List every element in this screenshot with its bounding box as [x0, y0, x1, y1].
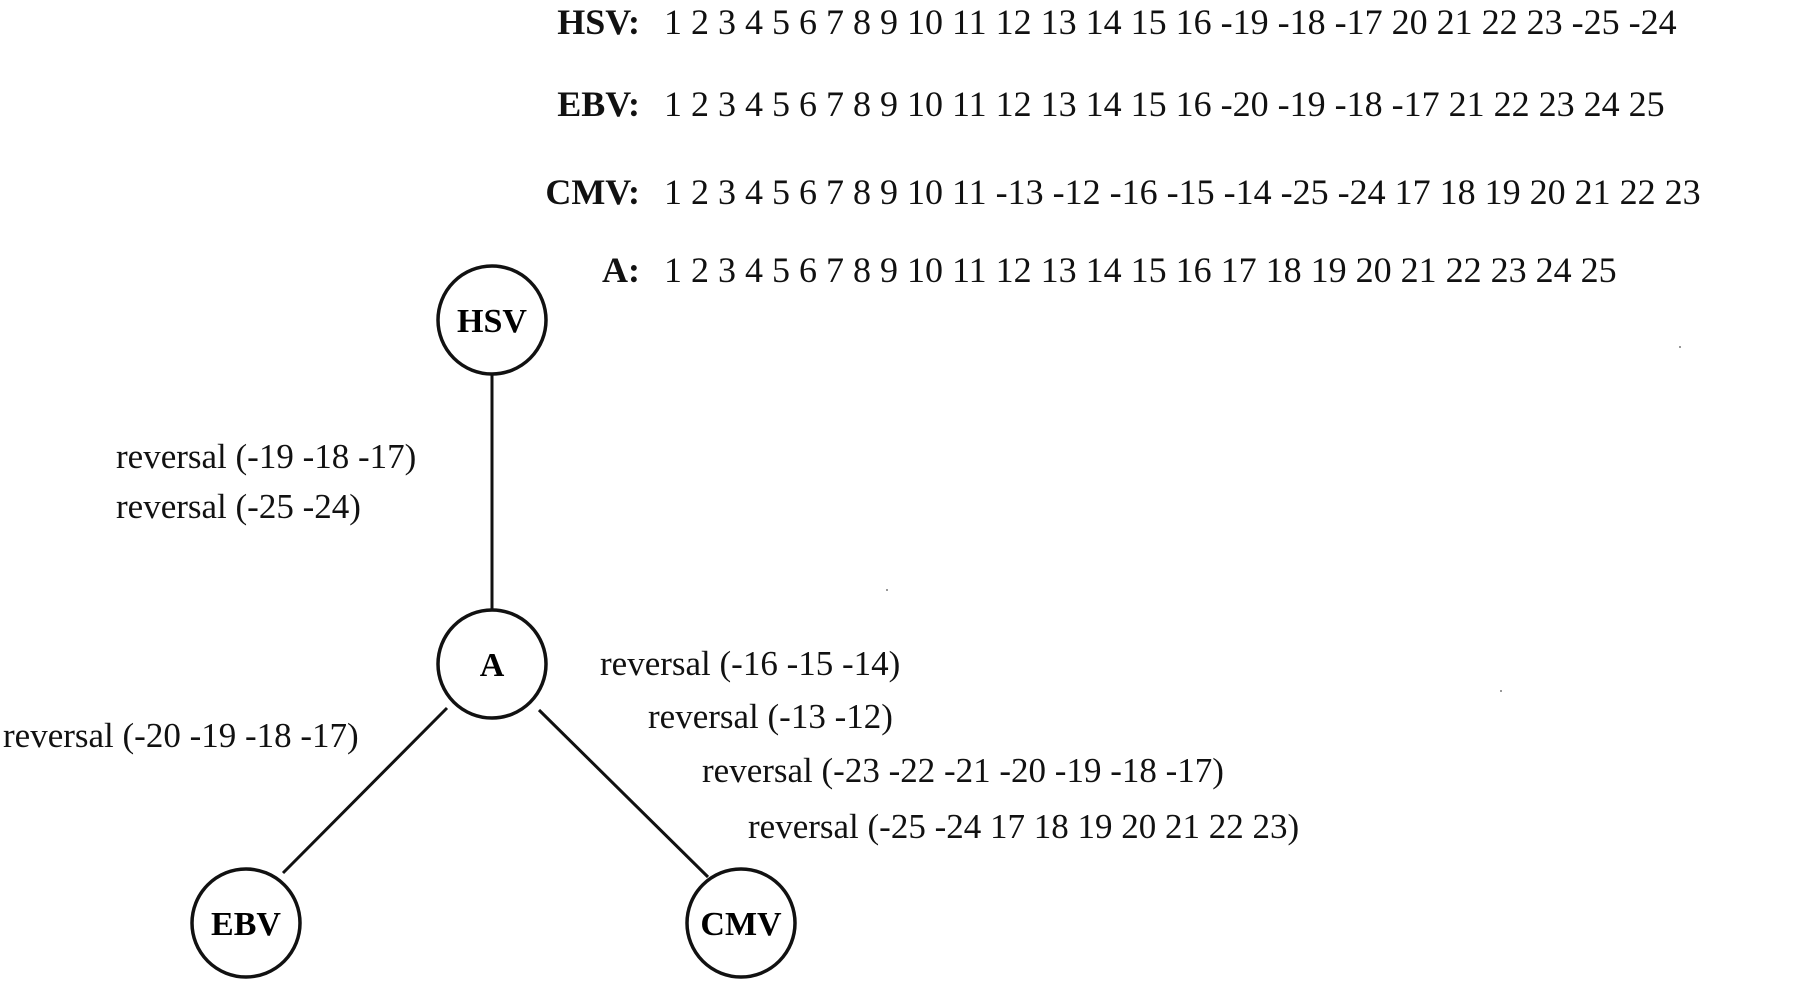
sequence-row-cmv: CMV: 1 2 3 4 5 6 7 8 9 10 11 -13 -12 -16… — [0, 170, 1800, 214]
sequence-row-a: A: 1 2 3 4 5 6 7 8 9 10 11 12 13 14 15 1… — [0, 248, 1800, 292]
edge-a-ebv — [281, 706, 449, 875]
node-a — [436, 608, 548, 720]
edge-label-a-cmv-4: reversal (-25 -24 17 18 19 20 21 22 23) — [748, 807, 1300, 846]
sequence-label: EBV: — [557, 84, 640, 124]
edge-label-a-cmv-2: reversal (-13 -12) — [648, 697, 893, 736]
sequence-values: 1 2 3 4 5 6 7 8 9 10 11 12 13 14 15 16 -… — [664, 2, 1677, 42]
edge-label-a-cmv-3: reversal (-23 -22 -21 -20 -19 -18 -17) — [702, 751, 1224, 790]
node-label-cmv: CMV — [700, 906, 782, 943]
sequence-values: 1 2 3 4 5 6 7 8 9 10 11 -13 -12 -16 -15 … — [664, 172, 1701, 212]
node-ebv — [190, 867, 302, 979]
sequence-row-hsv: HSV: 1 2 3 4 5 6 7 8 9 10 11 12 13 14 15… — [0, 0, 1800, 44]
scan-speck — [1679, 346, 1681, 348]
node-label-hsv: HSV — [457, 303, 527, 340]
node-hsv — [436, 264, 548, 376]
node-label-a: A — [480, 647, 505, 684]
edge-label-hsv-a-2: reversal (-25 -24) — [116, 487, 361, 526]
edge-a-cmv — [537, 708, 710, 879]
node-label-ebv: EBV — [211, 906, 281, 943]
scan-speck — [886, 589, 888, 591]
sequence-row-ebv: EBV: 1 2 3 4 5 6 7 8 9 10 11 12 13 14 15… — [0, 82, 1800, 126]
edge-label-a-ebv-1: reversal (-20 -19 -18 -17) — [3, 716, 359, 755]
sequence-label: CMV: — [545, 172, 640, 212]
sequence-label: HSV: — [557, 2, 640, 42]
sequence-values: 1 2 3 4 5 6 7 8 9 10 11 12 13 14 15 16 1… — [664, 250, 1617, 290]
sequence-values: 1 2 3 4 5 6 7 8 9 10 11 12 13 14 15 16 -… — [664, 84, 1665, 124]
scan-speck — [1500, 690, 1502, 692]
sequence-label: A: — [602, 250, 640, 290]
edge-label-hsv-a-1: reversal (-19 -18 -17) — [116, 437, 417, 476]
node-cmv — [685, 867, 797, 979]
edge-label-a-cmv-1: reversal (-16 -15 -14) — [600, 644, 901, 683]
